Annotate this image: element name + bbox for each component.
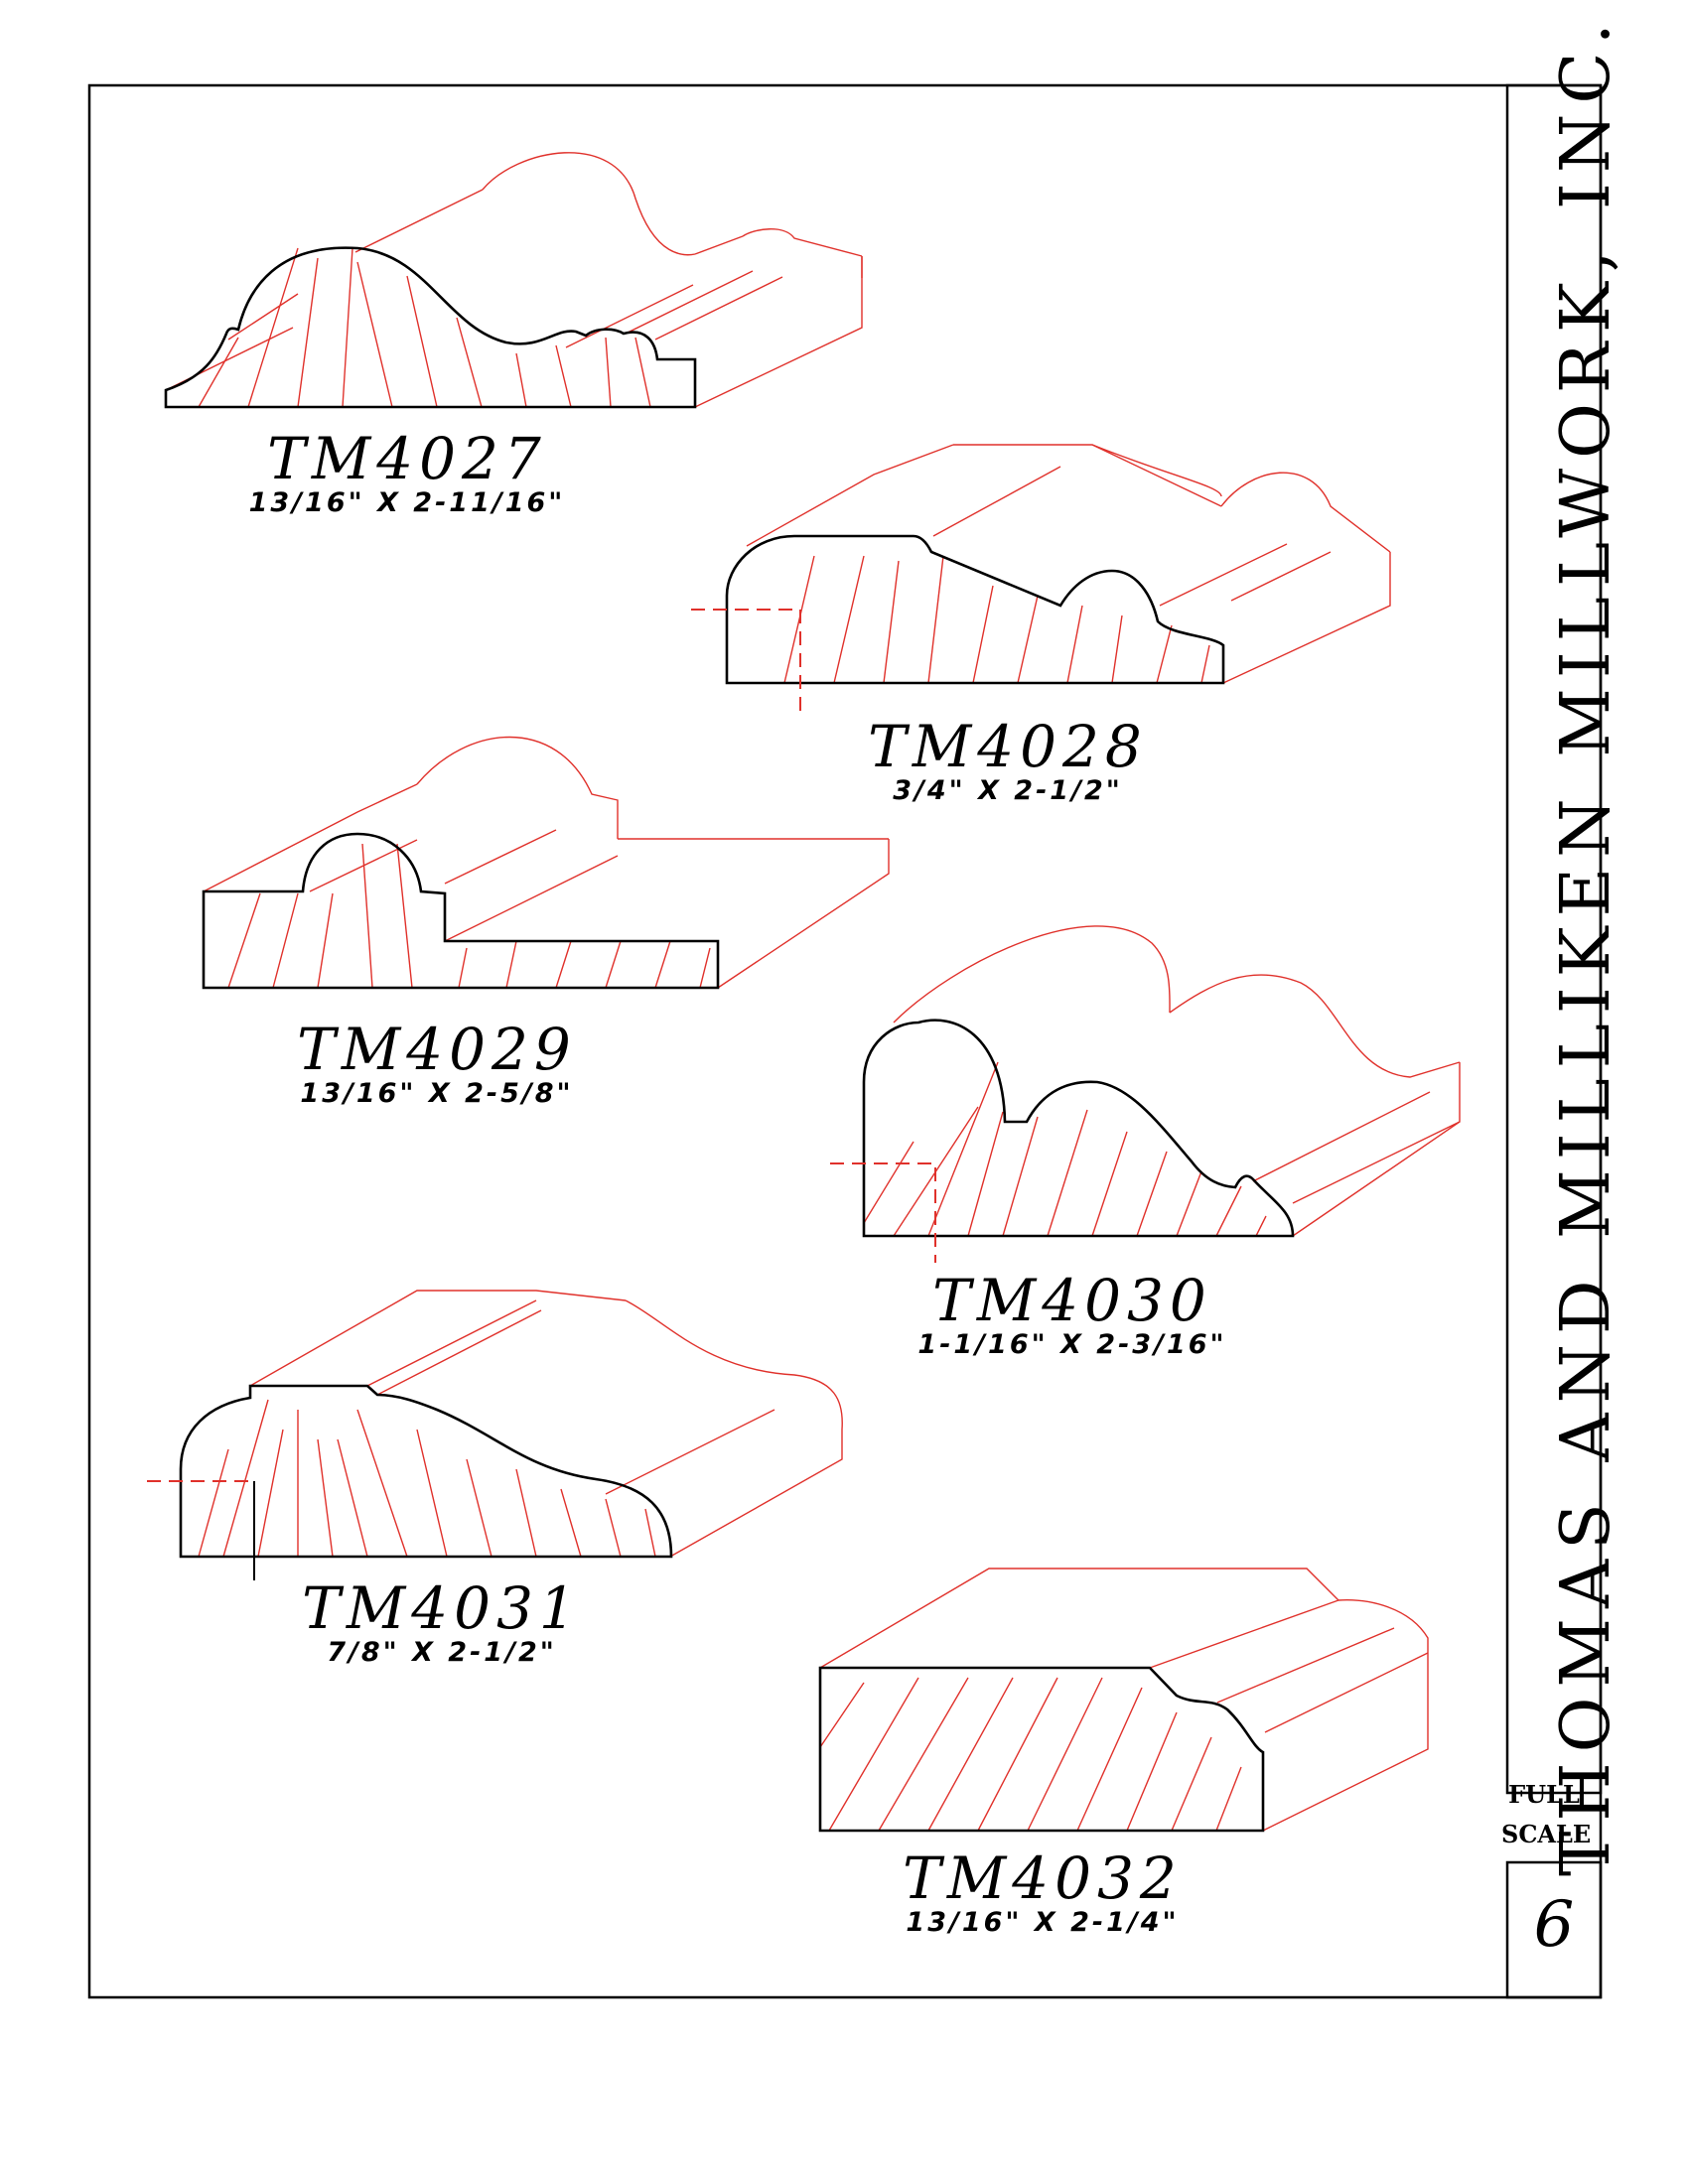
tm4028-projection xyxy=(746,444,1391,684)
profile-tm4030 xyxy=(830,925,1461,1263)
profile-size: 7/8" X 2-1/2" xyxy=(327,1637,557,1668)
profile-size: 1-1/16" X 2-3/16" xyxy=(917,1329,1227,1360)
tm4029-projection xyxy=(203,736,890,989)
tm4032-section xyxy=(818,1666,1265,1833)
tm4028-section xyxy=(725,534,1225,685)
tm4030-centerline xyxy=(830,1162,936,1263)
profile-tm4029 xyxy=(202,736,890,990)
profile-tm4027 xyxy=(164,152,863,409)
tm4028-centerline xyxy=(691,609,801,719)
profile-code: TM4028 xyxy=(868,713,1148,780)
tm4029-section xyxy=(202,832,720,990)
page-number: 6 xyxy=(1533,1888,1575,1962)
tm4030-projection xyxy=(863,925,1461,1237)
profile-label-tm4029: TM4029 13/16" X 2-5/8" xyxy=(278,1020,596,1109)
tm4027-section xyxy=(164,246,697,409)
profile-label-tm4028: TM4028 3/4" X 2-1/2" xyxy=(849,717,1167,806)
scale-line-1: FULL xyxy=(1508,1780,1580,1809)
scale-line-2: SCALE xyxy=(1501,1820,1592,1848)
profile-code: TM4032 xyxy=(903,1844,1183,1912)
profile-size: 13/16" X 2-1/4" xyxy=(906,1907,1180,1938)
tm4031-projection xyxy=(198,1290,843,1558)
tm4031-section xyxy=(179,1384,673,1559)
profile-size: 13/16" X 2-5/8" xyxy=(300,1078,574,1109)
profile-size: 3/4" X 2-1/2" xyxy=(893,775,1123,806)
company-name: THOMAS AND MILLIKEN MILLWORK, INC. xyxy=(1547,13,1625,1876)
page-number-box xyxy=(1505,1860,1603,1999)
profile-tm4032 xyxy=(818,1568,1429,1833)
profile-size: 13/16" X 2-11/16" xyxy=(248,487,566,518)
tm4030-section xyxy=(862,1019,1295,1238)
profile-code: TM4030 xyxy=(932,1267,1212,1334)
scale-note: FULL SCALE xyxy=(1501,1775,1592,1854)
profile-label-tm4027: TM4027 13/16" X 2-11/16" xyxy=(248,429,566,518)
profile-label-tm4031: TM4031 7/8" X 2-1/2" xyxy=(283,1578,601,1668)
profile-code: TM4027 xyxy=(267,425,547,492)
title-block xyxy=(1505,83,1603,1795)
tm4032-projection xyxy=(819,1568,1429,1832)
profile-code: TM4031 xyxy=(302,1574,582,1642)
tm4027-projection xyxy=(165,152,863,408)
profile-tm4028 xyxy=(691,444,1391,719)
profile-code: TM4029 xyxy=(297,1016,577,1083)
profile-label-tm4030: TM4030 1-1/16" X 2-3/16" xyxy=(914,1271,1231,1360)
profile-tm4031 xyxy=(147,1290,843,1580)
profile-label-tm4032: TM4032 13/16" X 2-1/4" xyxy=(884,1848,1201,1938)
